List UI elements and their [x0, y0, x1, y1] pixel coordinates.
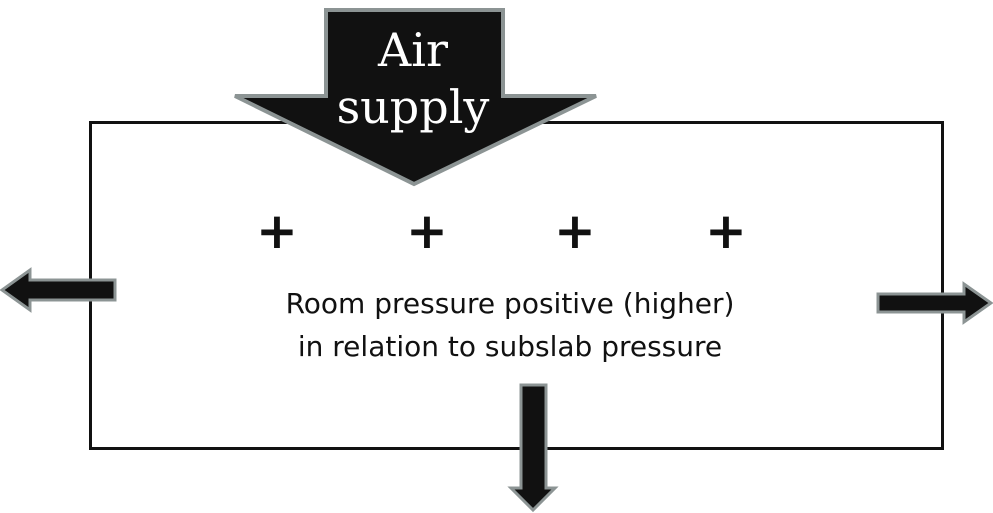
room-pressure-label: Room pressure positive (higher) in relat… [210, 282, 810, 368]
positive-pressure-sign: + [554, 202, 596, 260]
positive-pressure-sign: + [406, 202, 448, 260]
left-exhaust-arrow [0, 267, 117, 313]
air-supply-label-line-2: supply [336, 80, 490, 134]
bottom-exhaust-arrow [507, 383, 559, 513]
positive-pressure-sign: + [256, 202, 298, 260]
room-pressure-label-line-2: in relation to subslab pressure [297, 330, 723, 363]
air-supply-arrow [234, 8, 597, 187]
right-exhaust-arrow [876, 281, 993, 325]
positive-pressure-sign: + [705, 202, 747, 260]
room-pressure-label-line-1: Room pressure positive (higher) [285, 287, 735, 320]
air-supply-label-line-1: Air [378, 23, 448, 77]
